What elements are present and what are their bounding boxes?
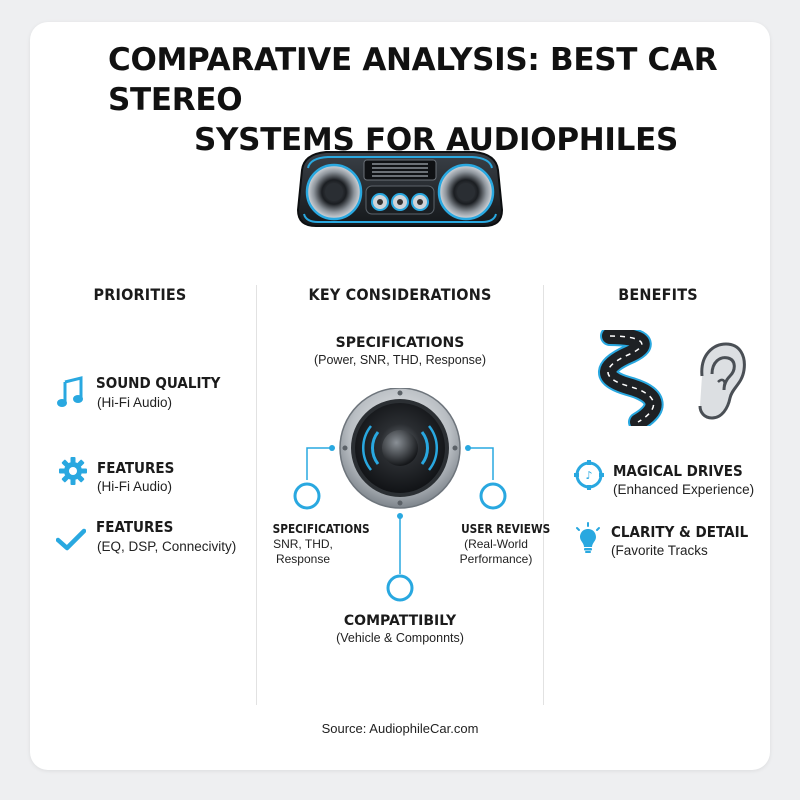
ear-icon	[698, 342, 746, 420]
consideration-bottom-label: COMPATTIBILY	[343, 613, 457, 629]
svg-text:♪: ♪	[585, 469, 592, 482]
steering-badge-icon: ♪	[574, 460, 604, 490]
consideration-left-sub-1: SNR, THD,	[273, 537, 333, 551]
benefit-sub-magical-drives: (Enhanced Experience)	[613, 482, 755, 497]
benefit-sub-clarity: (Favorite Tracks	[611, 543, 708, 558]
consideration-left-label: SPECIFICATIONS	[272, 522, 370, 536]
benefits-heading: BENEFITS	[618, 285, 698, 304]
benefit-label-clarity: CLARITY & DETAIL	[611, 523, 749, 541]
column-divider-right	[543, 285, 544, 705]
priority-sub-connectivity: (EQ, DSP, Connecivity)	[97, 539, 237, 554]
source-caption: Source: AudiophileCar.com	[321, 721, 479, 736]
consideration-right-sub-2: Performance)	[459, 552, 533, 566]
consideration-top-label: SPECIFICATIONS	[335, 335, 465, 351]
priority-label-sound-quality: SOUND QUALITY	[96, 374, 221, 392]
priority-sub-sound-quality: (Hi-Fi Audio)	[97, 395, 173, 410]
title-line-1: COMPARATIVE ANALYSIS: BEST CAR STEREO	[108, 42, 718, 118]
priority-sub-features: (Hi-Fi Audio)	[97, 479, 173, 494]
priority-label-features: FEATURES	[97, 459, 175, 477]
priority-label-connectivity: FEATURES	[96, 518, 174, 536]
music-note-icon	[57, 376, 83, 407]
column-divider-left	[256, 285, 257, 705]
gear-icon	[59, 457, 87, 485]
consideration-bottom-sub: (Vehicle & Componnts)	[336, 631, 464, 645]
winding-road-icon	[598, 330, 664, 426]
checkmark-icon	[56, 528, 86, 551]
lightbulb-icon	[576, 522, 600, 553]
consideration-left-sub-2: Response	[275, 552, 331, 566]
page-title: COMPARATIVE ANALYSIS: BEST CAR STEREO SY…	[108, 40, 798, 160]
consideration-right-sub-1: (Real-World	[464, 537, 528, 551]
priorities-heading: PRIORITIES	[93, 285, 187, 304]
consideration-right-label: USER REVIEWS	[461, 522, 551, 536]
car-stereo-illustration	[296, 151, 504, 227]
consideration-top-sub: (Power, SNR, THD, Response)	[313, 353, 487, 367]
considerations-heading: KEY CONSIDERATIONS	[308, 285, 492, 304]
considerations-diagram	[293, 388, 507, 602]
benefit-label-magical-drives: MAGICAL DRIVES	[613, 462, 743, 480]
